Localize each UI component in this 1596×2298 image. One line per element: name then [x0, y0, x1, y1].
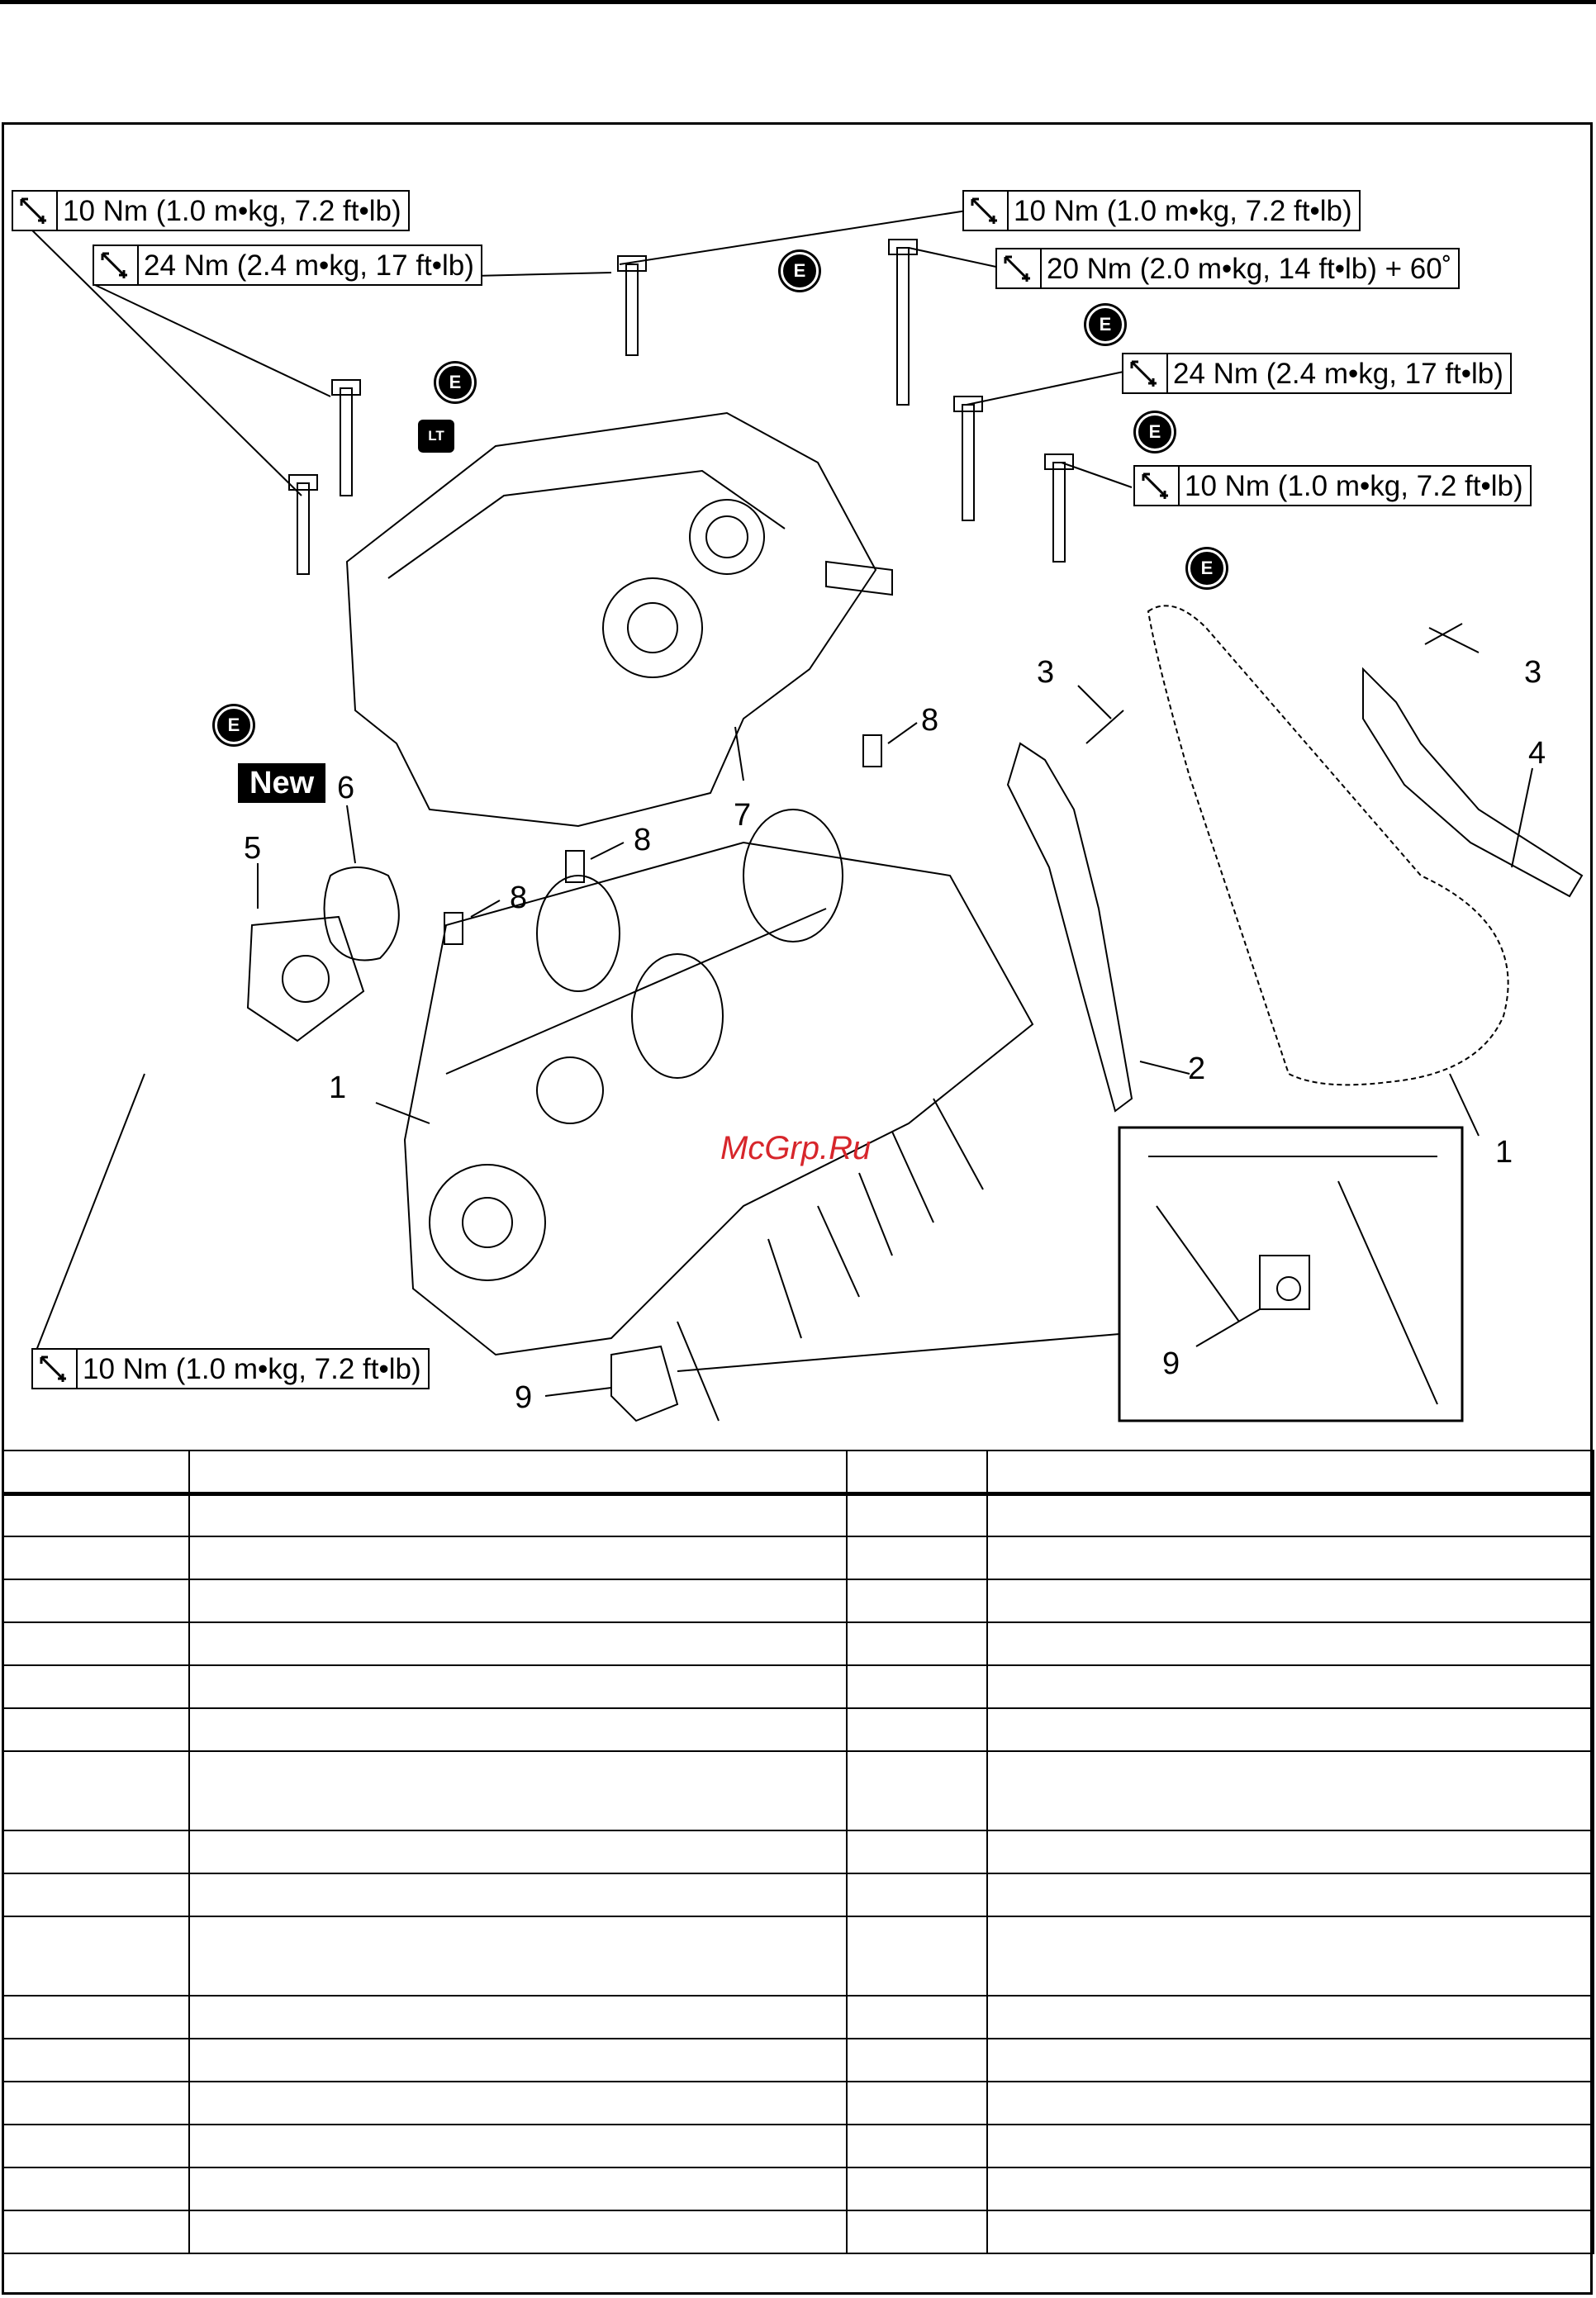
table-row	[2, 1916, 1594, 1997]
callout-number: 3	[1524, 655, 1542, 690]
engine-oil-icon: E	[436, 363, 474, 401]
table-row	[2, 2167, 1594, 2211]
locking-agent-icon: LT	[418, 420, 454, 453]
inset-detail	[1118, 1126, 1464, 1422]
table-row	[2, 1536, 1594, 1580]
torque-wrench-icon	[13, 192, 58, 230]
bolt-icons	[288, 239, 1074, 575]
torque-value: 20 Nm (2.0 m•kg, 14 ft•lb) + 60˚	[1047, 252, 1452, 285]
engine-oil-icon: E	[215, 706, 253, 744]
torque-value: 10 Nm (1.0 m•kg, 7.2 ft•lb)	[83, 1352, 421, 1385]
timing-chain-guide-2	[1006, 742, 1133, 1113]
callout-number: 1	[1495, 1135, 1513, 1170]
torque-wrench-icon	[997, 249, 1042, 287]
torque-value: 10 Nm (1.0 m•kg, 7.2 ft•lb)	[1185, 469, 1523, 502]
torque-spec-box: 24 Nm (2.4 m•kg, 17 ft•lb)	[93, 245, 482, 286]
lower-crankcase	[403, 841, 1034, 1356]
watermark: McGrp.Ru	[720, 1130, 872, 1166]
torque-wrench-icon	[1123, 354, 1168, 392]
upper-crankcase	[345, 411, 877, 828]
torque-value: 24 Nm (2.4 m•kg, 17 ft•lb)	[1173, 357, 1503, 390]
torque-wrench-icon	[964, 192, 1009, 230]
cover-5	[246, 915, 365, 1042]
callout-number: 2	[1188, 1052, 1206, 1086]
callout-number: 4	[1528, 736, 1546, 771]
table-row	[2, 1493, 1594, 1537]
table-row	[2, 1830, 1594, 1874]
table-row	[2, 1621, 1594, 1666]
callout-number: 9	[515, 1380, 533, 1415]
torque-value: 24 Nm (2.4 m•kg, 17 ft•lb)	[144, 249, 474, 282]
torque-spec-box: 10 Nm (1.0 m•kg, 7.2 ft•lb)	[1133, 465, 1532, 506]
engine-oil-icon: E	[1086, 306, 1124, 344]
table-row	[2, 1450, 1594, 1496]
engine-oil-icon: E	[1136, 413, 1174, 451]
table-row	[2, 1873, 1594, 1917]
diagram-frame	[2, 122, 1593, 2295]
exploded-diagram	[24, 210, 1584, 1422]
callout-number: 8	[921, 703, 939, 738]
timing-chain-1	[1147, 605, 1509, 1086]
part-9	[610, 1345, 679, 1422]
callout-number: 3	[1037, 655, 1055, 690]
torque-wrench-icon	[1135, 467, 1180, 505]
parts-table	[2, 1450, 1594, 2254]
callout-number: 6	[337, 771, 355, 805]
timing-chain-tensioner-guide-4	[1362, 667, 1584, 898]
table-row	[2, 1707, 1594, 1752]
callout-number: 7	[734, 798, 752, 833]
torque-spec-box: 20 Nm (2.0 m•kg, 14 ft•lb) + 60˚	[995, 248, 1461, 289]
callout-number: 9	[1162, 1346, 1180, 1381]
engine-oil-icon: E	[1188, 549, 1226, 587]
torque-value: 10 Nm (1.0 m•kg, 7.2 ft•lb)	[1014, 194, 1352, 227]
table-row	[2, 1995, 1594, 2039]
new-part-badge: New	[238, 763, 326, 803]
callout-number: 1	[329, 1071, 347, 1105]
table-row	[2, 2081, 1594, 2125]
callout-number: 8	[634, 823, 652, 857]
table-row	[2, 1664, 1594, 1709]
table-row	[2, 2038, 1594, 2082]
torque-spec-box: 10 Nm (1.0 m•kg, 7.2 ft•lb)	[962, 190, 1361, 231]
table-row	[2, 1750, 1594, 1831]
torque-spec-box: 24 Nm (2.4 m•kg, 17 ft•lb)	[1122, 353, 1512, 394]
callout-number: 8	[510, 881, 528, 915]
torque-wrench-icon	[94, 246, 139, 284]
top-rule	[0, 0, 1596, 4]
table-row	[2, 1579, 1594, 1623]
torque-wrench-icon	[33, 1350, 78, 1388]
callout-number: 5	[244, 831, 262, 866]
torque-value: 10 Nm (1.0 m•kg, 7.2 ft•lb)	[63, 194, 401, 227]
table-row	[2, 2210, 1594, 2254]
o-ring-6	[323, 866, 400, 961]
torque-spec-box: 10 Nm (1.0 m•kg, 7.2 ft•lb)	[12, 190, 410, 231]
table-row	[2, 2124, 1594, 2168]
engine-oil-icon: E	[781, 252, 819, 290]
torque-spec-box: 10 Nm (1.0 m•kg, 7.2 ft•lb)	[31, 1348, 430, 1389]
